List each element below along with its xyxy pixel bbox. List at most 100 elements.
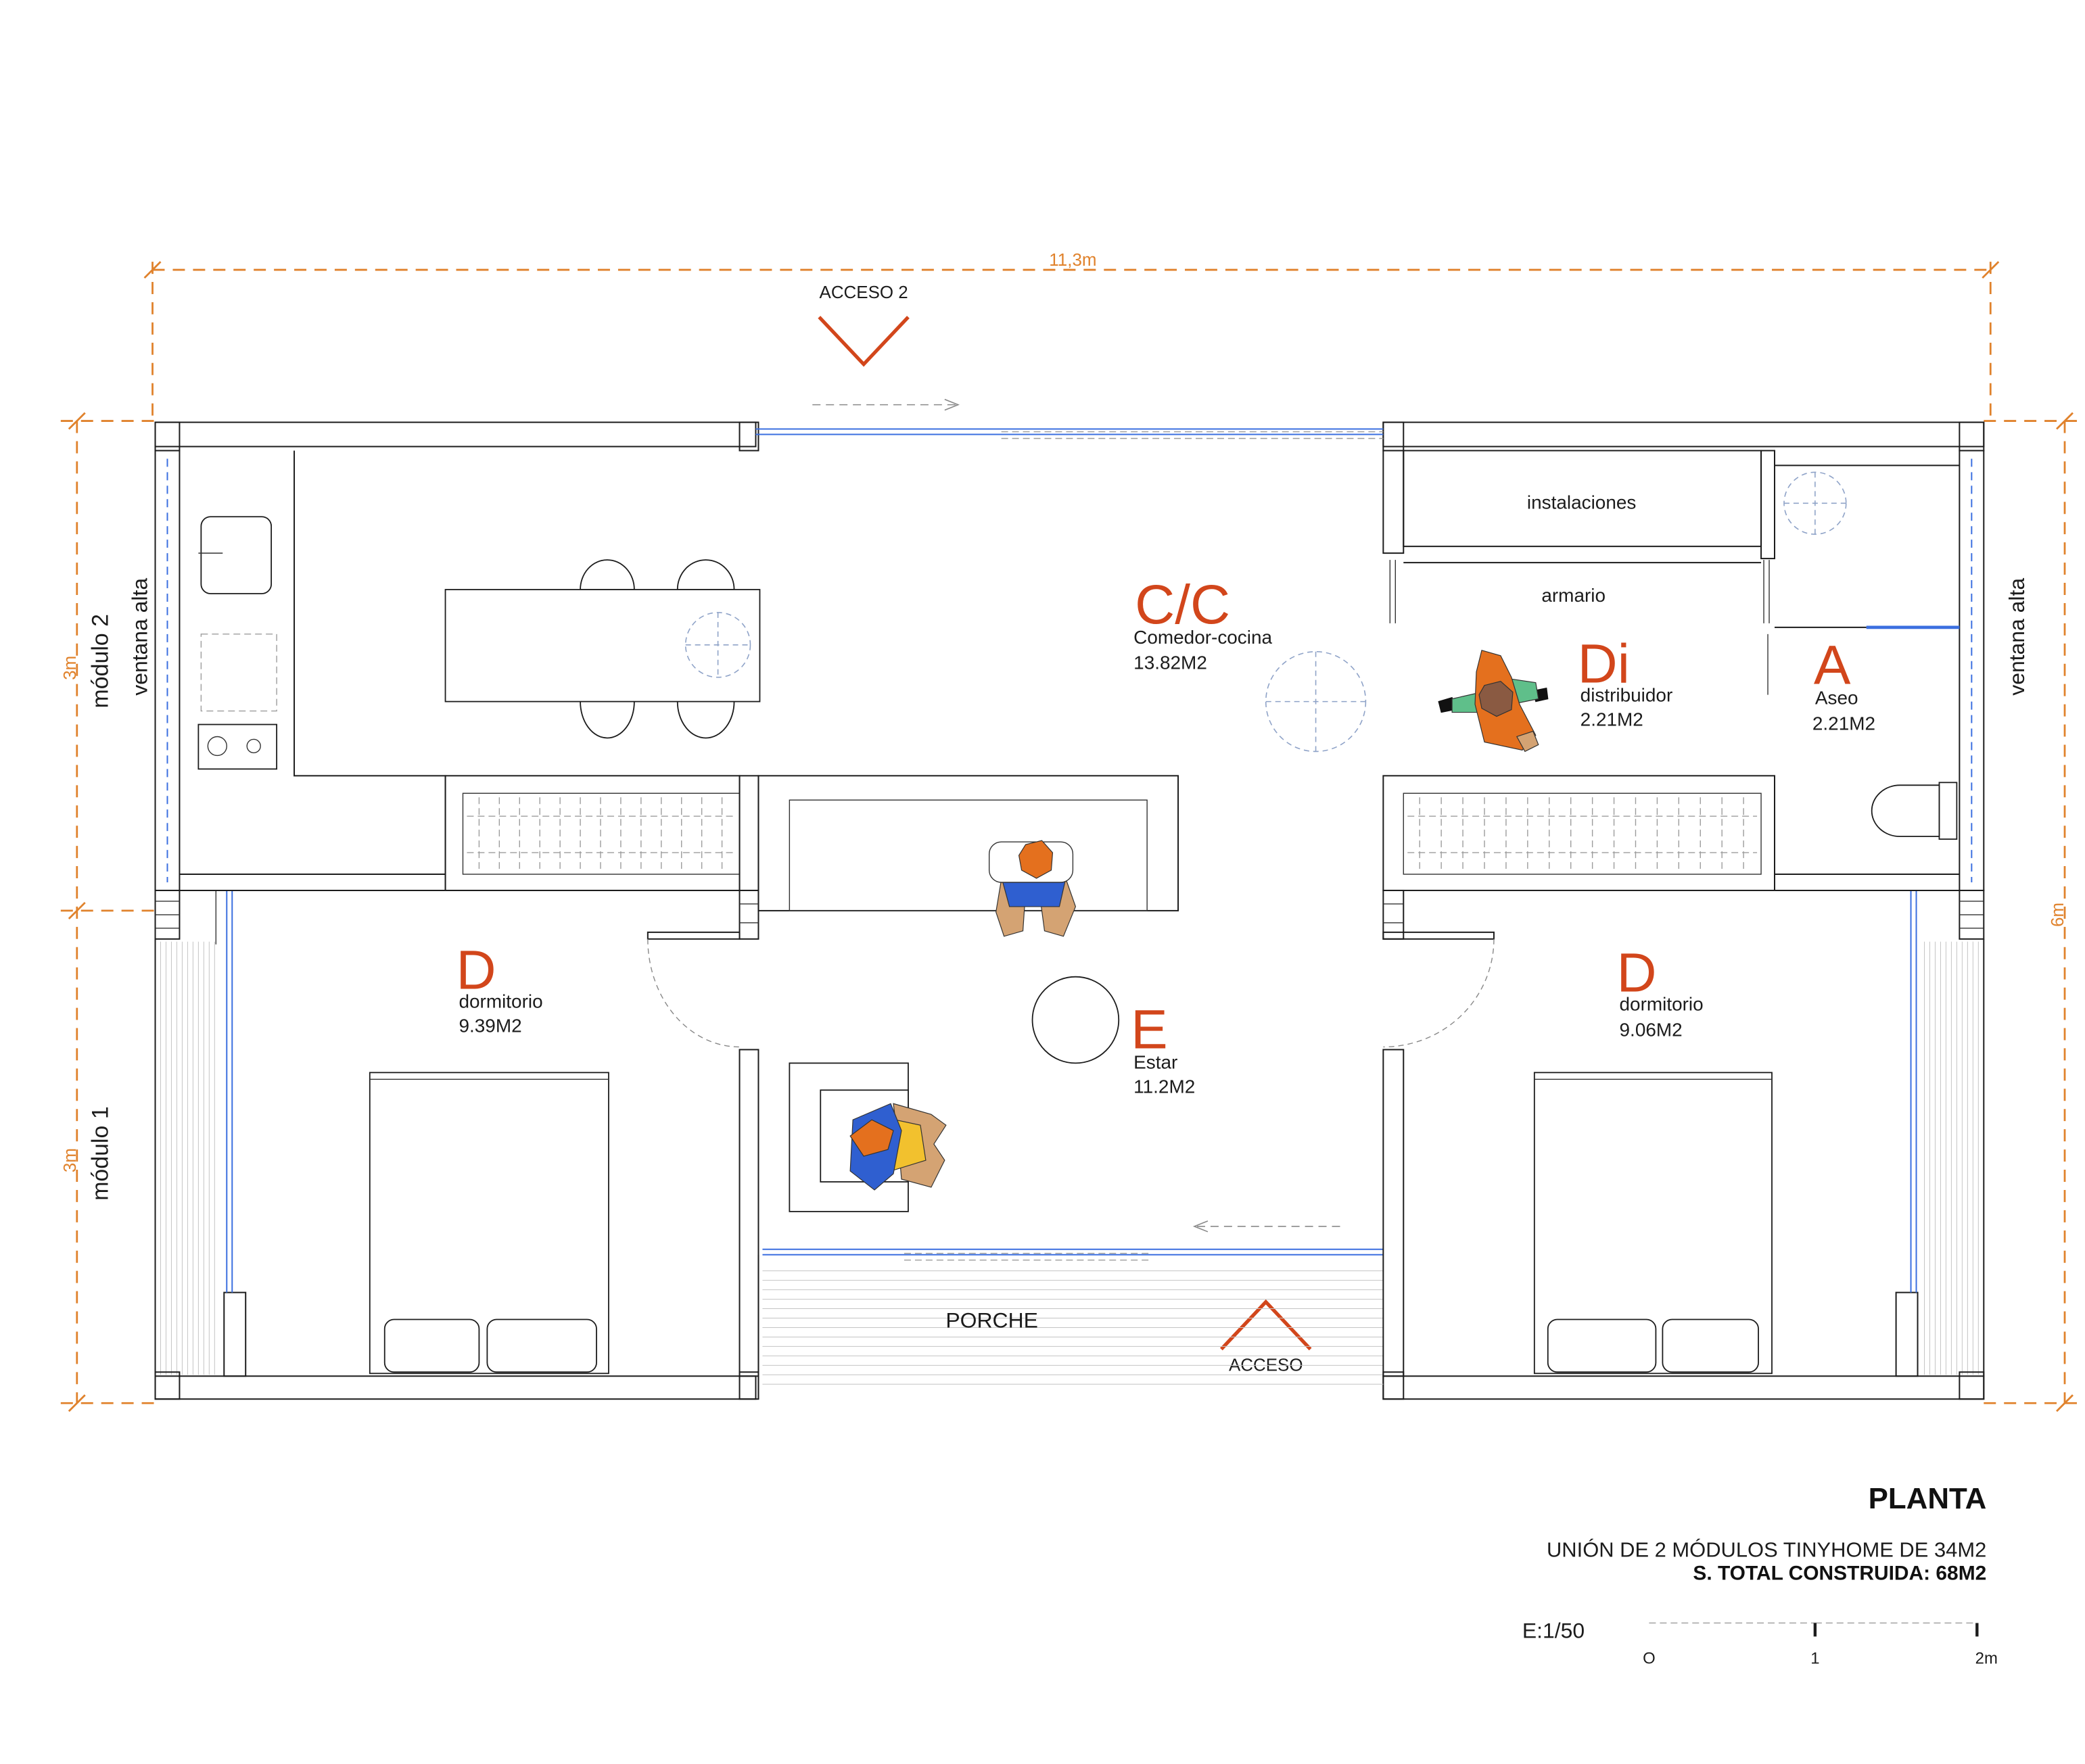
scale-bar-label-1: 1	[1810, 1649, 1819, 1667]
sofa-seat	[789, 799, 1148, 911]
scale-bar-label-2: 2m	[1975, 1649, 1998, 1667]
arrow-head-icon	[944, 398, 960, 411]
room-code-dormitorio-1: D	[456, 940, 496, 1001]
room-area-dormitorio-1: 9.39M2	[459, 1015, 521, 1036]
pillow	[1662, 1318, 1759, 1373]
person-figure-armchair	[849, 1103, 947, 1191]
drawing-subtitle: UNIÓN DE 2 MÓDULOS TINYHOME DE 34M2	[1547, 1538, 1986, 1562]
round-coffee-table	[1031, 976, 1120, 1064]
dimension-tick	[68, 901, 86, 920]
right-bedroom-door-leaf	[1382, 931, 1495, 940]
left-storage-cabinet	[444, 775, 741, 891]
cabinet-inner	[462, 792, 741, 875]
drawing-scale: E:1/50	[1522, 1618, 1585, 1642]
room-area-aseo: 2.21M2	[1812, 713, 1875, 734]
module-1-label: módulo 1	[88, 1106, 114, 1200]
room-area-estar: 11.2M2	[1133, 1076, 1195, 1097]
secondary-access-label: ACCESO 2	[820, 283, 908, 302]
room-name-aseo: Aseo	[1815, 688, 1858, 709]
chair	[676, 559, 735, 590]
partition-column	[739, 889, 759, 940]
total-width-label: 11,3m	[1049, 251, 1096, 270]
partition-wall	[739, 1049, 759, 1377]
left-bed	[369, 1072, 609, 1375]
cabinet-hatch	[1407, 815, 1758, 853]
pillow	[486, 1318, 597, 1373]
dining-table	[444, 589, 761, 702]
chair	[676, 700, 735, 739]
wardrobe-label: armario	[1541, 585, 1606, 606]
left-deck-boards	[160, 941, 215, 1375]
dimension-tick	[2056, 1394, 2074, 1412]
dishwasher-outline	[200, 634, 277, 712]
person-head	[1018, 840, 1054, 879]
burner-icon	[207, 736, 227, 757]
burner-icon	[246, 738, 261, 754]
room-codes: C/C Di A D E D	[456, 574, 1850, 1061]
pillow	[383, 1318, 480, 1373]
total-built-area: S. TOTAL CONSTRUIDA: 68M2	[1693, 1563, 1986, 1585]
partition-wall	[739, 775, 759, 891]
room-code-distribuidor: Di	[1578, 634, 1630, 695]
column-cap	[1382, 1371, 1405, 1400]
pillow	[1547, 1318, 1657, 1373]
dimension-labels: 11,3m 3m 3m 6m	[61, 251, 2067, 1172]
partition-wall	[1382, 450, 1405, 554]
cabinet-hatch	[1419, 797, 1744, 872]
room-code-dormitorio-2: D	[1617, 943, 1657, 1004]
toilet-tank	[1938, 782, 1958, 840]
windows-and-glass-doors	[166, 428, 1973, 1293]
secondary-access-chevron-icon	[818, 316, 910, 367]
room-name-estar: Estar	[1133, 1051, 1177, 1072]
top-wall-right-module	[1382, 421, 1985, 448]
right-storage-cabinet	[1382, 775, 1776, 891]
person-figure-hallway	[1438, 650, 1549, 753]
cabinet-inner	[1403, 792, 1762, 875]
room-code-estar: E	[1131, 999, 1168, 1060]
module-2-label: módulo 2	[88, 614, 114, 708]
total-depth-label: 6m	[2048, 903, 2067, 927]
bottom-wall-left-module	[154, 1375, 757, 1400]
right-bed	[1533, 1072, 1773, 1375]
room-area-distribuidor: 2.21M2	[1580, 709, 1643, 730]
drawing-title: PLANTA	[1869, 1482, 1987, 1515]
room-area-comedor-cocina: 13.82M2	[1133, 652, 1207, 673]
installations-label: instalaciones	[1527, 492, 1636, 512]
dimension-tick	[143, 261, 162, 279]
right-deck-boards	[1924, 941, 1979, 1375]
sofa-outline	[757, 775, 1179, 911]
right-window-jamb	[1895, 1291, 1919, 1377]
person-head	[1478, 681, 1514, 717]
person-head	[849, 1119, 894, 1157]
dimension-lines	[60, 261, 2080, 1412]
scale-bar-label-0: O	[1643, 1649, 1656, 1667]
toilet-icon	[1871, 784, 1940, 838]
left-bedroom-door-swing	[647, 938, 740, 1048]
dining-set	[444, 559, 761, 739]
column-cap	[1959, 1371, 1985, 1400]
title-block: PLANTA UNIÓN DE 2 MÓDULOS TINYHOME DE 34…	[1522, 1482, 1998, 1667]
module-2-height-label: 3m	[61, 656, 80, 680]
chair	[580, 559, 635, 590]
room-name-dormitorio-2: dormitorio	[1620, 994, 1704, 1015]
bathroom-wall	[1760, 450, 1776, 560]
room-name-dormitorio-1: dormitorio	[459, 991, 542, 1012]
partition-wall	[1382, 1049, 1405, 1377]
services-core	[1389, 450, 1960, 891]
top-wall-left-module	[154, 421, 757, 448]
column-cap	[739, 421, 759, 452]
scale-bar: O 1 2m	[1643, 1622, 1998, 1667]
porch-deck-boards	[762, 1270, 1384, 1385]
main-access-chevron-icon	[1220, 1299, 1312, 1351]
dimension-tick	[1982, 261, 2000, 279]
right-bedroom-door-swing	[1383, 938, 1495, 1048]
person-hand	[1516, 730, 1539, 753]
left-bedroom-door-leaf	[647, 931, 741, 940]
person-figure-sofa	[988, 840, 1077, 937]
room-code-comedor-cocina: C/C	[1135, 574, 1230, 636]
room-code-aseo: A	[1814, 635, 1851, 696]
porch-label: PORCHE	[945, 1308, 1038, 1332]
arrow-head-icon	[1192, 1220, 1209, 1233]
dimension-tick	[68, 1394, 86, 1412]
